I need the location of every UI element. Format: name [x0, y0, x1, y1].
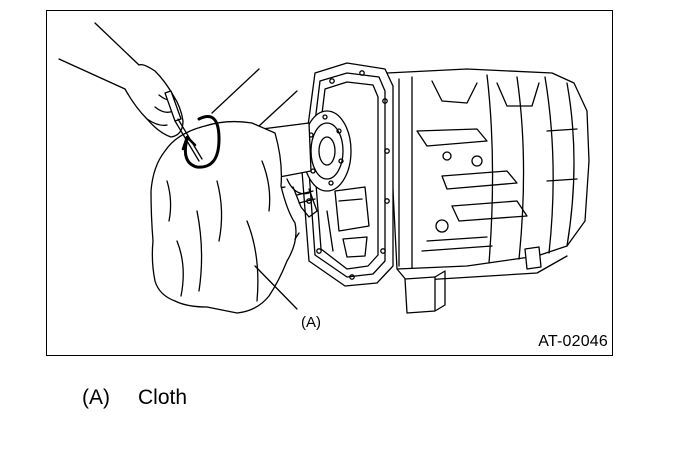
leader-lines	[211, 68, 300, 310]
figure-code: AT-02046	[538, 333, 608, 350]
callout-label-a: (A)	[301, 314, 321, 331]
legend: (A) Cloth	[82, 386, 187, 410]
rotation-arrow-icon	[181, 115, 221, 169]
cloth-icon	[150, 120, 297, 314]
legend-label: Cloth	[138, 386, 188, 409]
figure-frame: (A) AT-02046	[46, 10, 613, 356]
transmission-illustration	[58, 22, 590, 314]
transmission-icon	[386, 68, 590, 314]
legend-key: (A)	[82, 386, 110, 409]
bell-housing	[301, 62, 394, 287]
